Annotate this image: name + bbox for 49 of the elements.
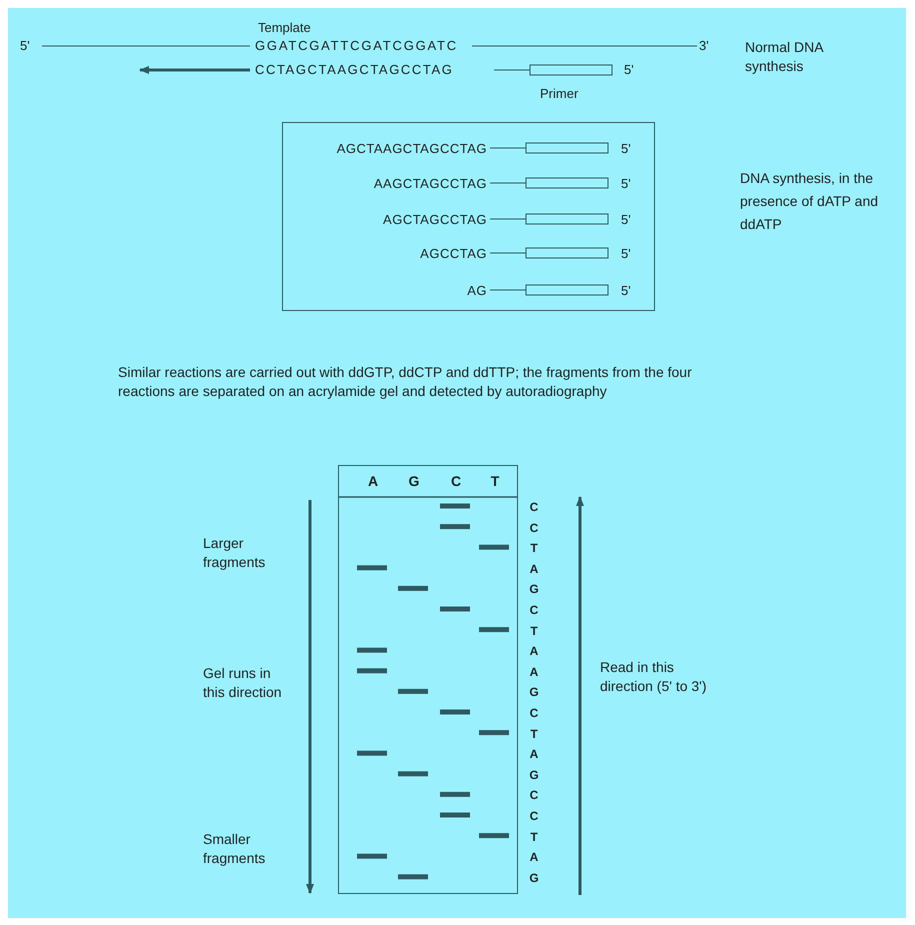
strand-label: Template bbox=[258, 20, 311, 36]
base-letter: C bbox=[528, 787, 540, 804]
dna-sequence: AG bbox=[467, 283, 487, 299]
base-letter: G bbox=[528, 870, 540, 887]
base-letter: A bbox=[528, 746, 540, 764]
end-label: 5' bbox=[621, 141, 631, 157]
base-letter: A bbox=[528, 560, 540, 578]
dna-sequence: AGCTAGCCTAG bbox=[383, 212, 487, 228]
note-text: DNA synthesis, in the presence of dATP and ddATP bbox=[740, 169, 880, 234]
side-label: Read in this direction (5' to 3') bbox=[600, 658, 708, 696]
side-label: Gel runs in this direction bbox=[203, 664, 283, 702]
base-letter: C bbox=[528, 602, 540, 619]
base-letter: C bbox=[528, 705, 540, 722]
gel-box bbox=[338, 465, 518, 894]
base-letter: A bbox=[528, 849, 540, 866]
end-label: 5' bbox=[621, 246, 631, 262]
dna-sequence: AGCCTAG bbox=[420, 246, 487, 262]
base-letter: G bbox=[528, 684, 540, 702]
end-label: 5' bbox=[624, 62, 634, 78]
dna-sequence: CCTAGCTAAGCTAGCCTAG bbox=[255, 62, 454, 78]
side-label: Larger fragments bbox=[203, 534, 266, 572]
note-text: Normal DNA synthesis bbox=[745, 38, 824, 76]
base-letter: A bbox=[528, 664, 540, 681]
base-letter: C bbox=[528, 520, 540, 537]
base-letter: C bbox=[528, 808, 540, 825]
dna-sequence: GGATCGATTCGATCGGATC bbox=[255, 38, 458, 54]
base-letter: A bbox=[528, 643, 540, 660]
lane-label: G bbox=[408, 472, 420, 491]
end-label: 5' bbox=[621, 283, 631, 299]
dna-sequence: AGCTAAGCTAGCCTAG bbox=[336, 141, 487, 157]
base-letter: T bbox=[529, 726, 539, 743]
lane-label: T bbox=[490, 472, 500, 491]
end-label: 3' bbox=[699, 38, 709, 54]
strand-label: Primer bbox=[540, 86, 578, 102]
end-label: 5' bbox=[20, 38, 30, 54]
lane-label: A bbox=[366, 472, 380, 491]
dna-sequence: AAGCTAGCCTAG bbox=[374, 176, 487, 192]
side-label: Smaller fragments bbox=[203, 830, 266, 868]
base-letter: T bbox=[529, 828, 539, 846]
base-letter: G bbox=[528, 766, 540, 784]
base-letter: G bbox=[528, 581, 540, 598]
base-letter: T bbox=[529, 622, 539, 640]
end-label: 5' bbox=[621, 176, 631, 192]
caption-text: Similar reactions are carried out with ddGTP, ddCTP and ddTTP; the fragments from the four reactions are separated on an acrylamide gel and detected by autoradiography bbox=[118, 363, 693, 401]
lane-label: C bbox=[450, 472, 462, 491]
reaction-box bbox=[282, 122, 655, 311]
base-letter: T bbox=[529, 540, 539, 558]
end-label: 5' bbox=[621, 212, 631, 228]
base-letter: C bbox=[528, 499, 540, 516]
